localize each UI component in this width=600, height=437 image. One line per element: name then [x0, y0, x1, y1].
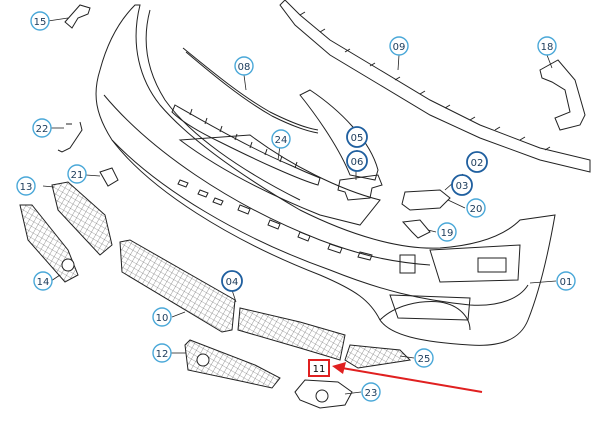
leader-lines [42, 17, 557, 395]
svg-text:11: 11 [313, 364, 326, 375]
svg-text:14: 14 [37, 277, 50, 288]
center-bracket [337, 174, 383, 201]
svg-text:12: 12 [156, 349, 169, 360]
callout-08[interactable]: 08 [234, 56, 254, 76]
callout-20[interactable]: 20 [466, 198, 486, 218]
svg-text:05: 05 [351, 133, 364, 144]
callout-01[interactable]: 01 [556, 271, 576, 291]
callout-05[interactable]: 05 [346, 126, 368, 148]
svg-text:21: 21 [71, 170, 84, 181]
callout-15[interactable]: 15 [30, 11, 50, 31]
upper-reinforcement-bar [279, 0, 591, 173]
svg-text:22: 22 [36, 124, 49, 135]
svg-text:25: 25 [418, 354, 431, 365]
fog-grille [184, 339, 281, 389]
svg-text:02: 02 [471, 158, 484, 169]
svg-text:23: 23 [365, 388, 378, 399]
svg-text:01: 01 [560, 277, 573, 288]
side-grille-left [19, 181, 113, 283]
mounting-clip [401, 219, 431, 239]
grille-insert [171, 104, 321, 186]
callout-09[interactable]: 09 [389, 36, 409, 56]
fog-lamp-bezel [294, 379, 353, 409]
chrome-strip [182, 47, 319, 134]
callout-02[interactable]: 02 [466, 151, 488, 173]
callout-19[interactable]: 19 [437, 222, 457, 242]
callout-03[interactable]: 03 [451, 174, 473, 196]
svg-text:19: 19 [441, 228, 454, 239]
side-grille-right [344, 344, 412, 369]
svg-text:10: 10 [156, 313, 169, 324]
callout-13[interactable]: 13 [16, 176, 36, 196]
svg-text:04: 04 [226, 277, 239, 288]
svg-text:18: 18 [541, 42, 554, 53]
mounting-bracket [401, 189, 451, 211]
callout-18[interactable]: 18 [537, 36, 557, 56]
svg-text:06: 06 [351, 157, 364, 168]
svg-text:20: 20 [470, 204, 483, 215]
callout-24[interactable]: 24 [271, 129, 291, 149]
svg-text:15: 15 [34, 17, 47, 28]
svg-text:03: 03 [456, 181, 469, 192]
callout-12[interactable]: 12 [152, 343, 172, 363]
wire-clip [57, 121, 83, 153]
callout-06[interactable]: 06 [346, 150, 368, 172]
svg-text:24: 24 [275, 135, 288, 146]
svg-text:13: 13 [20, 182, 33, 193]
callout-10[interactable]: 10 [152, 307, 172, 327]
callouts: 15 09 18 08 22 24 05 06 02 03 21 13 20 1… [16, 11, 576, 402]
highlight-arrow [332, 362, 483, 393]
highlight-callout-11[interactable]: 11 [308, 359, 330, 377]
highlight-box [308, 359, 330, 377]
side-bracket [539, 59, 586, 131]
callout-04[interactable]: 04 [221, 270, 243, 292]
callout-22[interactable]: 22 [32, 118, 52, 138]
lower-grille [119, 239, 346, 361]
bumper-cover [95, 4, 556, 346]
top-bracket [64, 4, 91, 29]
callout-21[interactable]: 21 [67, 164, 87, 184]
tow-eye-cover [99, 167, 119, 187]
callout-23[interactable]: 23 [361, 382, 381, 402]
callout-14[interactable]: 14 [33, 271, 53, 291]
callout-25[interactable]: 25 [414, 348, 434, 368]
svg-text:08: 08 [238, 62, 251, 73]
svg-text:09: 09 [393, 42, 406, 53]
